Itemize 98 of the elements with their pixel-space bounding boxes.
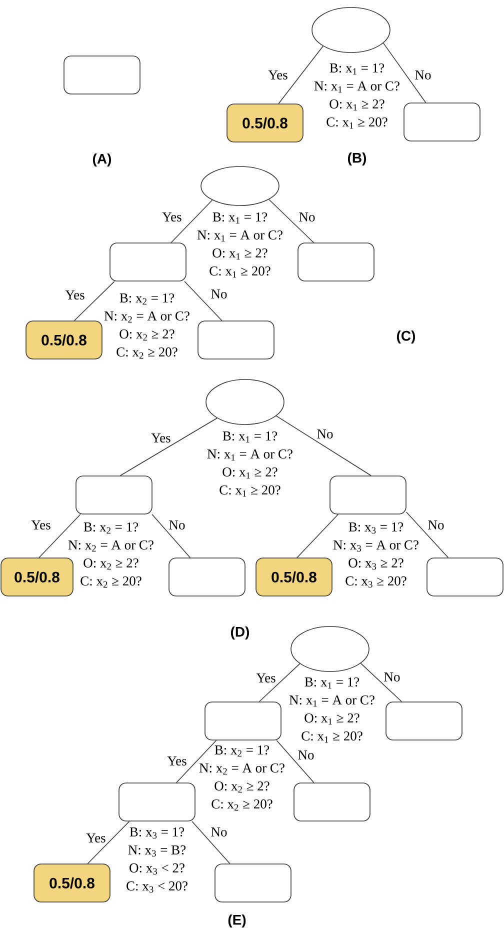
branch-line <box>38 514 81 558</box>
condition-text: B: x$_{1}$ = 1? <box>330 63 384 75</box>
empty-box <box>294 782 370 822</box>
empty-box <box>168 558 246 596</box>
edge-label: No <box>211 290 227 298</box>
empty-box <box>386 702 462 740</box>
condition-text: B: x$_{3}$ = 1? <box>130 827 184 839</box>
condition-text: B: x$_{1}$ = 1? <box>222 431 278 443</box>
branch-line <box>382 42 426 103</box>
condition-text: N: x$_{1}$ = A or C? <box>207 449 292 461</box>
condition-text: B: x$_{2}$ = 1? <box>214 745 270 757</box>
edge-label: Yes <box>256 674 276 682</box>
edge-label: Yes <box>65 290 84 300</box>
branch-line <box>278 46 324 104</box>
panel-label: (B) <box>348 152 366 166</box>
edge-label: No <box>299 212 315 222</box>
ellipse-node <box>200 166 280 206</box>
branch-line <box>258 663 300 702</box>
empty-box <box>404 102 480 142</box>
condition-text: C: x$_{2}$ ≥ 20? <box>212 799 272 811</box>
branch-line <box>152 514 191 558</box>
branch-line <box>268 199 314 243</box>
branch-line <box>296 514 339 558</box>
edge-label: No <box>211 828 227 836</box>
condition-text: C: x$_{2}$ ≥ 20? <box>116 347 178 359</box>
empty-box <box>110 242 186 282</box>
branch-line <box>406 512 449 558</box>
branch-line <box>74 281 115 321</box>
empty-box <box>330 476 406 514</box>
edge-label: Yes <box>167 756 186 766</box>
branch-line <box>87 821 130 864</box>
condition-text: O: x$_{2}$ ≥ 2? <box>214 781 270 793</box>
condition-text: B: x$_{1}$ = 1? <box>212 212 268 224</box>
branch-line <box>276 416 372 476</box>
leaf-box: 0.5/0.8 <box>34 864 110 902</box>
condition-text: O: x$_{3}$ ≥ 2? <box>348 558 404 570</box>
condition-text: N: x$_{2}$ = A or C? <box>68 540 154 552</box>
empty-box <box>64 56 140 94</box>
edge-label: Yes <box>151 434 170 442</box>
branch-line <box>176 740 217 783</box>
condition-text: O: x$_{2}$ ≥ 2? <box>120 329 174 341</box>
condition-text: O: x$_{3}$ < 2? <box>130 863 184 875</box>
edge-label: Yes <box>31 520 50 530</box>
condition-text: N: x$_{3}$ = A or C? <box>333 540 418 552</box>
condition-text: N: x$_{1}$ = A or C? <box>314 81 400 93</box>
panel-label: (A) <box>92 153 112 167</box>
condition-text: N: x$_{1}$ = A or C? <box>197 230 282 242</box>
condition-text: O: x$_{1}$ ≥ 2? <box>304 713 360 725</box>
branch-line <box>170 200 213 243</box>
empty-box <box>298 242 374 282</box>
panel-label: (D) <box>230 626 250 640</box>
condition-text: N: x$_{3}$ = B? <box>128 845 186 857</box>
edge-label: No <box>415 70 431 80</box>
condition-text: N: x$_{2}$ = A or C? <box>104 311 190 323</box>
edge-label: Yes <box>162 212 182 222</box>
empty-box <box>118 782 196 822</box>
empty-box <box>76 476 152 514</box>
condition-text: O: x$_{1}$ ≥ 2? <box>212 248 268 260</box>
condition-text: C: x$_{3}$ < 20? <box>126 881 188 893</box>
condition-text: B: x$_{2}$ = 1? <box>120 293 174 305</box>
empty-box <box>198 320 274 360</box>
edge-label: No <box>298 750 314 760</box>
condition-text: C: x$_{1}$ ≥ 20? <box>326 117 388 129</box>
edge-label: No <box>169 520 185 530</box>
edge-label: Yes <box>86 834 106 842</box>
leaf-box: 0.5/0.8 <box>256 558 332 596</box>
branch-line <box>120 418 218 476</box>
ellipse-node <box>312 7 390 53</box>
condition-text: N: x$_{1}$ = A or C? <box>289 695 374 707</box>
condition-text: C: x$_{2}$ ≥ 20? <box>80 576 142 588</box>
condition-text: N: x$_{2}$ = A or C? <box>199 763 284 775</box>
edge-label: No <box>384 672 400 682</box>
branch-line <box>360 662 402 702</box>
leaf-box: 0.5/0.8 <box>0 558 74 596</box>
edge-label: Yes <box>268 70 288 80</box>
panel-label: (C) <box>396 330 416 344</box>
condition-text: C: x$_{1}$ ≥ 20? <box>210 266 270 278</box>
edge-label: No <box>428 520 444 530</box>
condition-text: C: x$_{3}$ ≥ 20? <box>346 576 406 588</box>
branch-line <box>192 821 230 864</box>
branch-line <box>184 281 222 321</box>
condition-text: O: x$_{1}$ ≥ 2? <box>222 467 278 479</box>
condition-text: B: x$_{2}$ = 1? <box>84 522 138 534</box>
ellipse-node <box>290 626 370 672</box>
condition-text: C: x$_{1}$ ≥ 20? <box>220 485 280 497</box>
condition-text: O: x$_{1}$ ≥ 2? <box>330 99 384 111</box>
leaf-box: 0.5/0.8 <box>26 320 102 360</box>
ellipse-node <box>206 379 284 425</box>
branch-line <box>276 740 314 783</box>
leaf-box: 0.5/0.8 <box>226 104 304 142</box>
edge-label: No <box>317 430 333 438</box>
condition-text: O: x$_{2}$ ≥ 2? <box>84 558 138 570</box>
condition-text: B: x$_{1}$ = 1? <box>304 677 360 689</box>
condition-text: C: x$_{1}$ ≥ 20? <box>302 731 362 743</box>
condition-text: B: x$_{3}$ = 1? <box>348 522 404 534</box>
empty-box <box>214 864 292 902</box>
empty-box <box>204 702 282 740</box>
empty-box <box>426 558 504 596</box>
